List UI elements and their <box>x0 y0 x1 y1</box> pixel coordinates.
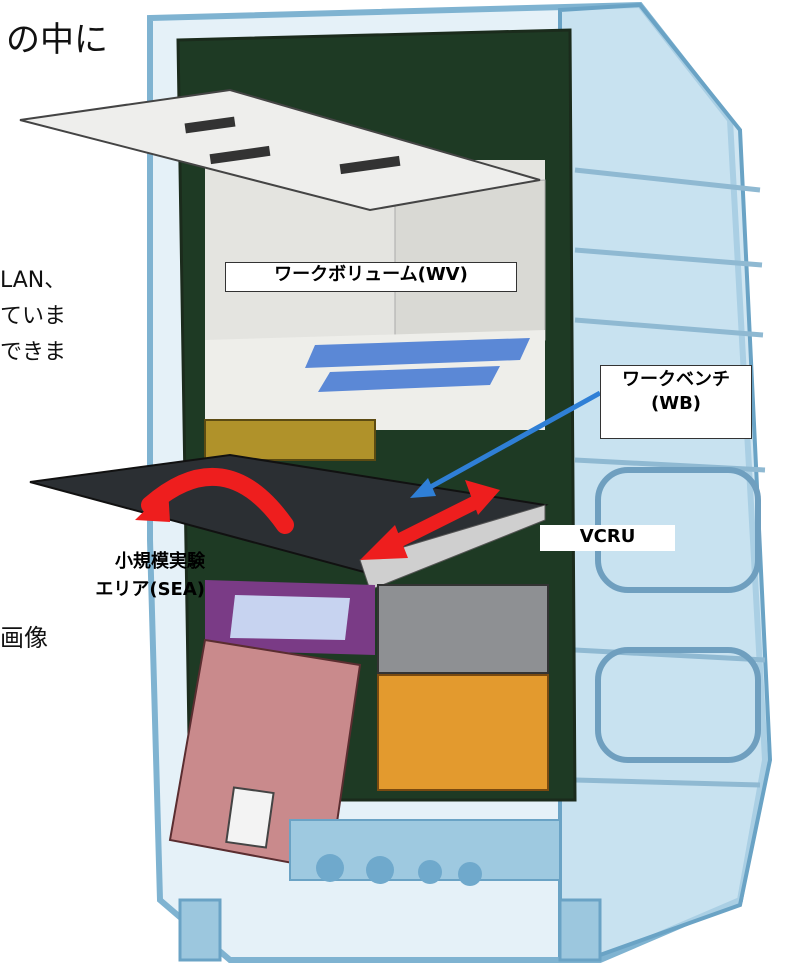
bg-text-line3: ていま <box>0 304 67 329</box>
sea-label-line1: 小規模実験 <box>115 551 205 572</box>
gray-equipment-panel <box>377 584 549 674</box>
work-volume-box <box>205 160 546 430</box>
gold-control-panel <box>204 419 376 461</box>
bg-text-line2: LAN、 <box>0 268 67 293</box>
work-volume-lid <box>19 88 541 212</box>
bottom-connectors <box>289 819 561 886</box>
bg-text-line5: 画像 <box>0 624 48 652</box>
curved-rotation-arrow-icon <box>135 467 294 534</box>
work-bench-label-line2: (WB) <box>650 393 702 414</box>
work-bench-label: ワークベンチ (WB) <box>600 365 752 439</box>
bg-text-line1: の中に <box>6 20 108 60</box>
double-headed-slide-arrow-icon <box>360 480 500 560</box>
bg-text-line4: できま <box>0 340 67 365</box>
work-volume-label: ワークボリューム(WV) <box>225 262 517 292</box>
orange-panel <box>377 674 549 791</box>
sea-label-line2: エリア(SEA) <box>95 579 205 600</box>
pointer-arrow-icon <box>410 390 602 498</box>
sea-label: 小規模実験 エリア(SEA) <box>0 548 205 604</box>
vcru-label: VCRU <box>540 525 675 551</box>
work-bench-label-line1: ワークベンチ <box>622 369 730 390</box>
